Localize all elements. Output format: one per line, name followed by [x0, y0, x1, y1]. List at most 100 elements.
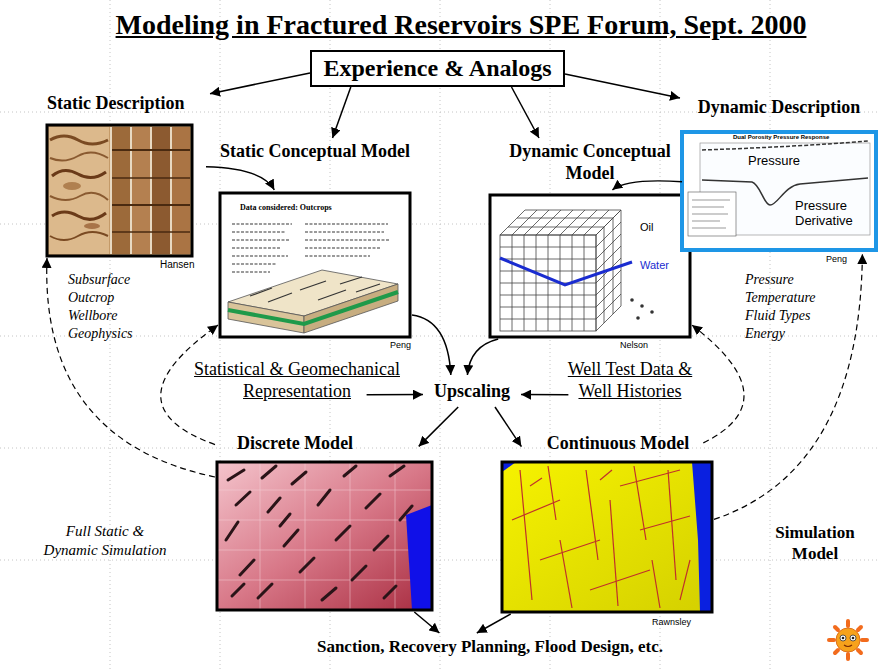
- discrete-fracture-model: [217, 462, 432, 610]
- node-text: Dynamic Conceptual Model: [488, 140, 692, 184]
- flow-arrow: [206, 167, 274, 190]
- dynamic-description-panel: Dynamic Description: [682, 96, 876, 252]
- image-credit: Peng: [826, 254, 856, 265]
- flow-arrow: [512, 87, 540, 138]
- cube-block-sketch-part: [630, 298, 654, 320]
- outcrop-sketch-part-part: [305, 247, 380, 249]
- cube-block-sketch-part-part: [596, 234, 621, 259]
- continuous-fracture-model-part-part: [512, 500, 560, 520]
- continuous-fracture-model-part-part: [652, 560, 660, 608]
- cube-block-sketch-part-part: [500, 295, 596, 296]
- cube-block-sketch-part-part: [584, 210, 609, 235]
- dotted-grid-part: [0, 560, 878, 561]
- core-photo-part: [47, 125, 192, 256]
- continuous-fracture-model-part: [502, 462, 712, 612]
- outcrop-sketch-part-part: [232, 231, 286, 233]
- discrete-fracture-model-part-part: [280, 514, 290, 526]
- node-text: Static Conceptual Model: [218, 140, 412, 162]
- cube-block-sketch-part-part: [604, 227, 605, 323]
- discrete-fracture-model-part-part: [384, 586, 396, 598]
- core-photo-part: [152, 127, 170, 254]
- pressure-chart-part: [702, 141, 868, 150]
- flow-arrow: [467, 339, 498, 375]
- cube-block-sketch-part-part: [500, 247, 596, 248]
- continuous-fracture-model-part: [502, 462, 712, 612]
- image-caption: Data considered: Outcrops: [240, 203, 360, 213]
- discrete-fracture-model-part: [217, 462, 432, 610]
- flow-arrow: [367, 394, 423, 396]
- cube-block-sketch-part: [490, 195, 690, 337]
- image-credit: Hansen: [160, 259, 204, 271]
- discrete-fracture-model-part-part: [344, 466, 356, 476]
- data-source-list: Subsurface Outcrop Wellbore Geophysics: [68, 271, 150, 343]
- core-photo-part: [84, 223, 100, 229]
- static-description-panel: Static Description: [44, 92, 206, 258]
- flow-arrow: [521, 394, 568, 396]
- pressure-chart-part-part: [692, 207, 724, 208]
- diagram-title: Modeling in Fractured Reservoirs SPE For…: [51, 8, 871, 42]
- curve-label: Pressure Derivative: [795, 198, 867, 228]
- discrete-fracture-model-part-part: [322, 588, 336, 600]
- node-text: Dynamic Description: [682, 96, 876, 118]
- sun-emoji-part-part: [858, 650, 861, 653]
- dynamic-conceptual-panel: Dynamic Conceptual Model: [488, 140, 692, 339]
- node-text: Upscaling: [426, 379, 518, 403]
- cube-block-sketch-part-part: [560, 210, 585, 235]
- outcrop-sketch-part-part: [356, 284, 380, 292]
- cube-block-sketch-part-part: [596, 294, 621, 319]
- discrete-fracture-model-part-part: [217, 580, 432, 581]
- core-photo-part: [52, 170, 106, 177]
- node-text: Static Description: [44, 92, 206, 114]
- continuous-fracture-model-part-part: [668, 470, 676, 580]
- discrete-fracture-model-part-part: [300, 558, 314, 572]
- cube-block-sketch-part-part: [636, 316, 640, 320]
- static-conceptual-panel: Static Conceptual Model: [218, 140, 412, 339]
- discrete-fracture-model-part-part: [350, 462, 351, 610]
- core-photo-part: [50, 193, 108, 200]
- sun-emoji-part: [840, 635, 846, 641]
- discrete-fracture-model-part-part: [232, 584, 244, 596]
- sun-emoji: [829, 621, 867, 659]
- discrete-model-panel: Discrete Model: [215, 432, 434, 612]
- flow-arrow: [419, 407, 459, 446]
- outcrop-sketch-part-part: [232, 247, 280, 249]
- continuous-fracture-model-part-part: [680, 560, 690, 600]
- sun-emoji-part-part: [862, 638, 867, 642]
- continuous-fracture-model-part-part: [530, 478, 542, 486]
- core-photo-part: [112, 127, 130, 254]
- core-photo-part: [170, 127, 172, 254]
- analogs-box: Experience & Analogs: [310, 50, 565, 87]
- continuous-fracture-model-part-part: [540, 540, 600, 560]
- sun-emoji-part-part: [835, 650, 838, 653]
- discrete-fracture-model-part: [217, 462, 432, 610]
- cube-block-sketch: [490, 195, 690, 337]
- outcrop-sketch-part: [220, 193, 410, 337]
- cube-block-sketch-part: [500, 258, 632, 285]
- discrete-fracture-model-part: [226, 466, 412, 600]
- dotted-grid-part: [0, 448, 878, 449]
- feedback-arrow: [161, 325, 218, 445]
- outcrop-sketch-part-part: [232, 223, 292, 225]
- upscaling-text: Upscaling: [426, 379, 518, 405]
- discrete-fracture-model-part-part: [305, 462, 306, 610]
- discrete-fracture-model-part-part: [318, 490, 330, 505]
- outcome-text: Sanction, Recovery Planning, Flood Desig…: [270, 635, 710, 661]
- sun-emoji-part-part: [846, 621, 850, 626]
- core-photo-part: [50, 152, 108, 160]
- sun-emoji-part: [842, 637, 845, 640]
- sun-emoji-part: [844, 645, 852, 647]
- discrete-fracture-model-part: [406, 505, 432, 610]
- continuous-fracture-model-part: [512, 466, 690, 608]
- image-credit: Peng: [390, 340, 420, 351]
- title-text: Modeling in Fractured Reservoirs SPE For…: [51, 8, 871, 42]
- discrete-fracture-model-part-part: [262, 466, 276, 478]
- discrete-fracture-model-part-part: [228, 470, 244, 480]
- continuous-model-panel: Continuous Model: [500, 432, 714, 614]
- cube-block-sketch-part-part: [640, 304, 644, 308]
- chart-title: Dual Porosity Pressure Response: [733, 134, 843, 141]
- discrete-fracture-model-part-part: [240, 560, 254, 575]
- outcrop-sketch: [220, 193, 410, 337]
- pressure-chart-part: [688, 192, 736, 236]
- core-photo-part: [112, 177, 190, 179]
- flow-arrow: [210, 73, 310, 94]
